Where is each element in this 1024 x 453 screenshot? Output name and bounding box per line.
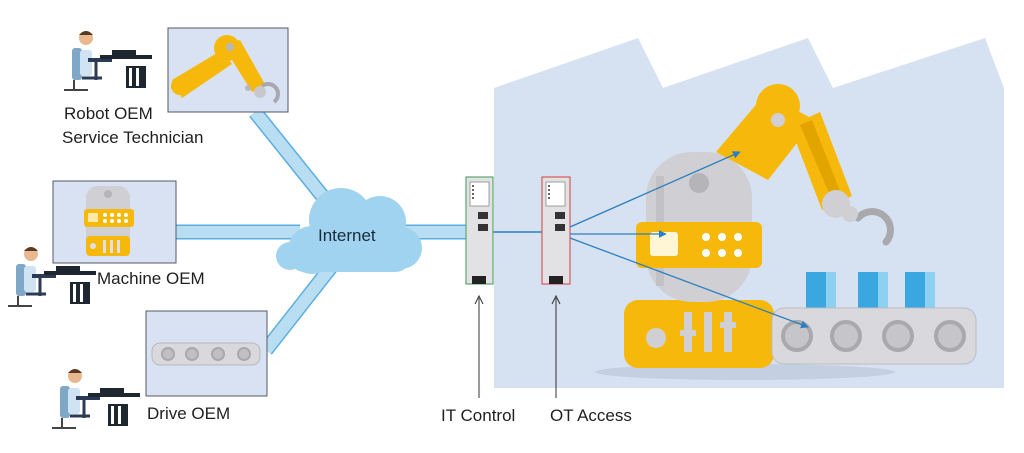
robot-oem-tile — [167, 27, 289, 113]
machine-controller-icon — [84, 186, 134, 256]
machine-oem-tile — [52, 180, 177, 264]
robot-arm-icon — [171, 35, 280, 104]
it-control-label: IT Control — [441, 406, 516, 425]
it-control-device-icon — [465, 176, 494, 285]
ot-access-arrows — [569, 151, 809, 329]
ot-access-label: OT Access — [550, 406, 632, 425]
internet-label: Internet — [318, 226, 376, 245]
robot-oem-label-line1: Robot OEM — [64, 104, 153, 123]
machine-oem-label: Machine OEM — [97, 269, 205, 288]
technician-icon-machine — [8, 247, 96, 307]
drive-conveyor-icon — [151, 342, 261, 366]
technician-icon-drive — [52, 369, 140, 429]
conveyor-icon — [771, 272, 977, 365]
technician-icon-robot — [64, 31, 152, 91]
drive-oem-tile — [145, 310, 268, 397]
robot-oem-label-line2: Service Technician — [62, 128, 204, 147]
ot-access-device-icon — [541, 176, 571, 285]
internet-cloud-icon — [276, 188, 422, 274]
factory-robot-arm-icon — [595, 84, 895, 380]
drive-oem-label: Drive OEM — [147, 404, 231, 423]
